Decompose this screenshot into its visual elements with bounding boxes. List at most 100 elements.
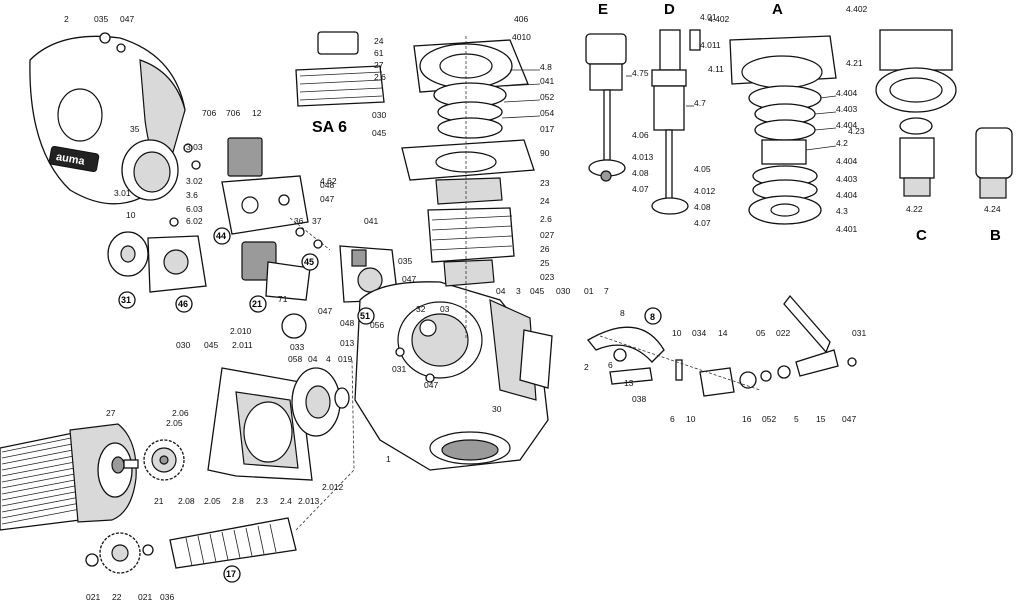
variant-a-parts bbox=[729, 35, 837, 225]
part-label: 406 bbox=[514, 14, 528, 24]
part-label: 041 bbox=[364, 216, 378, 226]
part-label: 4.06 bbox=[632, 130, 649, 140]
part-label: 054 bbox=[540, 108, 554, 118]
circled-label: 45 bbox=[304, 257, 314, 267]
part-label: 027 bbox=[540, 230, 554, 240]
part-label: 021 bbox=[138, 592, 152, 602]
part-label: 2.3 bbox=[256, 496, 268, 506]
part-label: 4.404 bbox=[836, 120, 858, 130]
part-label: 24 bbox=[374, 36, 384, 46]
part-label: 047 bbox=[318, 306, 332, 316]
motor bbox=[0, 423, 139, 531]
part-label: 22 bbox=[112, 592, 122, 602]
part-label: 3.6 bbox=[186, 190, 198, 200]
part-label: 03 bbox=[440, 304, 450, 314]
part-label: 045 bbox=[372, 128, 386, 138]
part-label: 4.11 bbox=[708, 64, 724, 74]
part-label: 4.403 bbox=[836, 174, 858, 184]
part-label: 030 bbox=[176, 340, 190, 350]
assembly-title: SA 6 bbox=[312, 119, 347, 136]
spring-assembly bbox=[289, 217, 331, 251]
part-label: 1 bbox=[386, 454, 391, 464]
part-label: 2.05 bbox=[166, 418, 183, 428]
part-label: 023 bbox=[540, 272, 554, 282]
part-label: 4.23 bbox=[848, 126, 865, 136]
part-label: 10 bbox=[686, 414, 696, 424]
part-label: 5 bbox=[794, 414, 799, 424]
part-label: 04 bbox=[496, 286, 506, 296]
part-label: 2.011 bbox=[232, 340, 253, 350]
part-label: 01 bbox=[584, 286, 594, 296]
part-label: 2.8 bbox=[232, 496, 244, 506]
part-label: 2.6 bbox=[374, 72, 386, 82]
part-label: 3 bbox=[516, 286, 521, 296]
variant-label-b: B bbox=[990, 227, 1001, 244]
part-label: 031 bbox=[852, 328, 866, 338]
circled-label: 46 bbox=[178, 299, 188, 309]
part-label: 2.012 bbox=[322, 482, 344, 492]
part-label: 25 bbox=[540, 258, 550, 268]
part-label: 36 bbox=[294, 216, 304, 226]
part-label: 27 bbox=[106, 408, 116, 418]
part-label: 6.02 bbox=[186, 216, 203, 226]
part-label: 013 bbox=[340, 338, 354, 348]
clutch-lever bbox=[587, 326, 665, 385]
part-label: 15 bbox=[816, 414, 826, 424]
part-label: 10 bbox=[672, 328, 682, 338]
part-label: 052 bbox=[762, 414, 776, 424]
variant-label-e: E bbox=[598, 1, 608, 18]
part-label: 4.404 bbox=[836, 156, 858, 166]
part-label: 05 bbox=[756, 328, 766, 338]
main-housing bbox=[354, 281, 549, 471]
variant-label-c: C bbox=[916, 227, 927, 244]
part-label: 3.02 bbox=[186, 176, 203, 186]
part-label: 041 bbox=[540, 76, 554, 86]
part-label: 2.05 bbox=[204, 496, 221, 506]
part-label: 4.401 bbox=[836, 224, 858, 234]
part-label: 04 bbox=[308, 354, 318, 364]
part-number-labels: 035 047 2 406 4010 24 61 27 2.6 4.8 041 … bbox=[64, 4, 1001, 602]
part-label: 4.08 bbox=[694, 202, 711, 212]
worm-gear bbox=[85, 532, 154, 574]
part-label: 2.4 bbox=[280, 496, 292, 506]
part-label: 13 bbox=[624, 378, 634, 388]
bearing-flange bbox=[291, 367, 350, 437]
part-label: 047 bbox=[120, 14, 134, 24]
part-label: 4.012 bbox=[694, 186, 716, 196]
part-label: 21 bbox=[154, 496, 164, 506]
output-drive-stack bbox=[401, 36, 535, 300]
variant-c-parts bbox=[875, 29, 957, 197]
part-label: 048 bbox=[320, 180, 334, 190]
part-label: 045 bbox=[204, 340, 218, 350]
part-label: 2.08 bbox=[178, 496, 195, 506]
part-label: 4.24 bbox=[984, 204, 1001, 214]
part-label: 14 bbox=[718, 328, 728, 338]
part-label: 32 bbox=[416, 304, 426, 314]
variant-label-d: D bbox=[664, 1, 675, 18]
indicator-disc bbox=[107, 231, 149, 277]
part-label: 4.402 bbox=[708, 14, 730, 24]
part-label: 019 bbox=[338, 354, 352, 364]
circled-label: 44 bbox=[216, 231, 226, 241]
part-label: 047 bbox=[424, 380, 438, 390]
part-label: 61 bbox=[374, 48, 384, 58]
part-label: 045 bbox=[530, 286, 544, 296]
gear-housing-small bbox=[147, 235, 207, 293]
part-label: 26 bbox=[540, 244, 550, 254]
variant-d-parts bbox=[651, 29, 701, 215]
circled-references: 8 44 45 51 31 46 21 17 bbox=[118, 227, 662, 583]
part-label: 4.013 bbox=[632, 152, 654, 162]
part-label: 4.404 bbox=[836, 190, 858, 200]
side-flange-plate bbox=[519, 329, 553, 389]
part-label: 2.010 bbox=[230, 326, 252, 336]
switch-unit-lower bbox=[241, 241, 311, 339]
part-label: 2 bbox=[64, 14, 69, 24]
gasket-plate bbox=[207, 367, 313, 481]
part-label: 3.03 bbox=[186, 142, 203, 152]
variant-label-a: A bbox=[772, 1, 783, 18]
spur-gear bbox=[143, 439, 185, 481]
part-label: 30 bbox=[492, 404, 502, 414]
part-label: 16 bbox=[742, 414, 752, 424]
part-label: 8 bbox=[620, 308, 625, 318]
part-label: 35 bbox=[130, 124, 140, 134]
